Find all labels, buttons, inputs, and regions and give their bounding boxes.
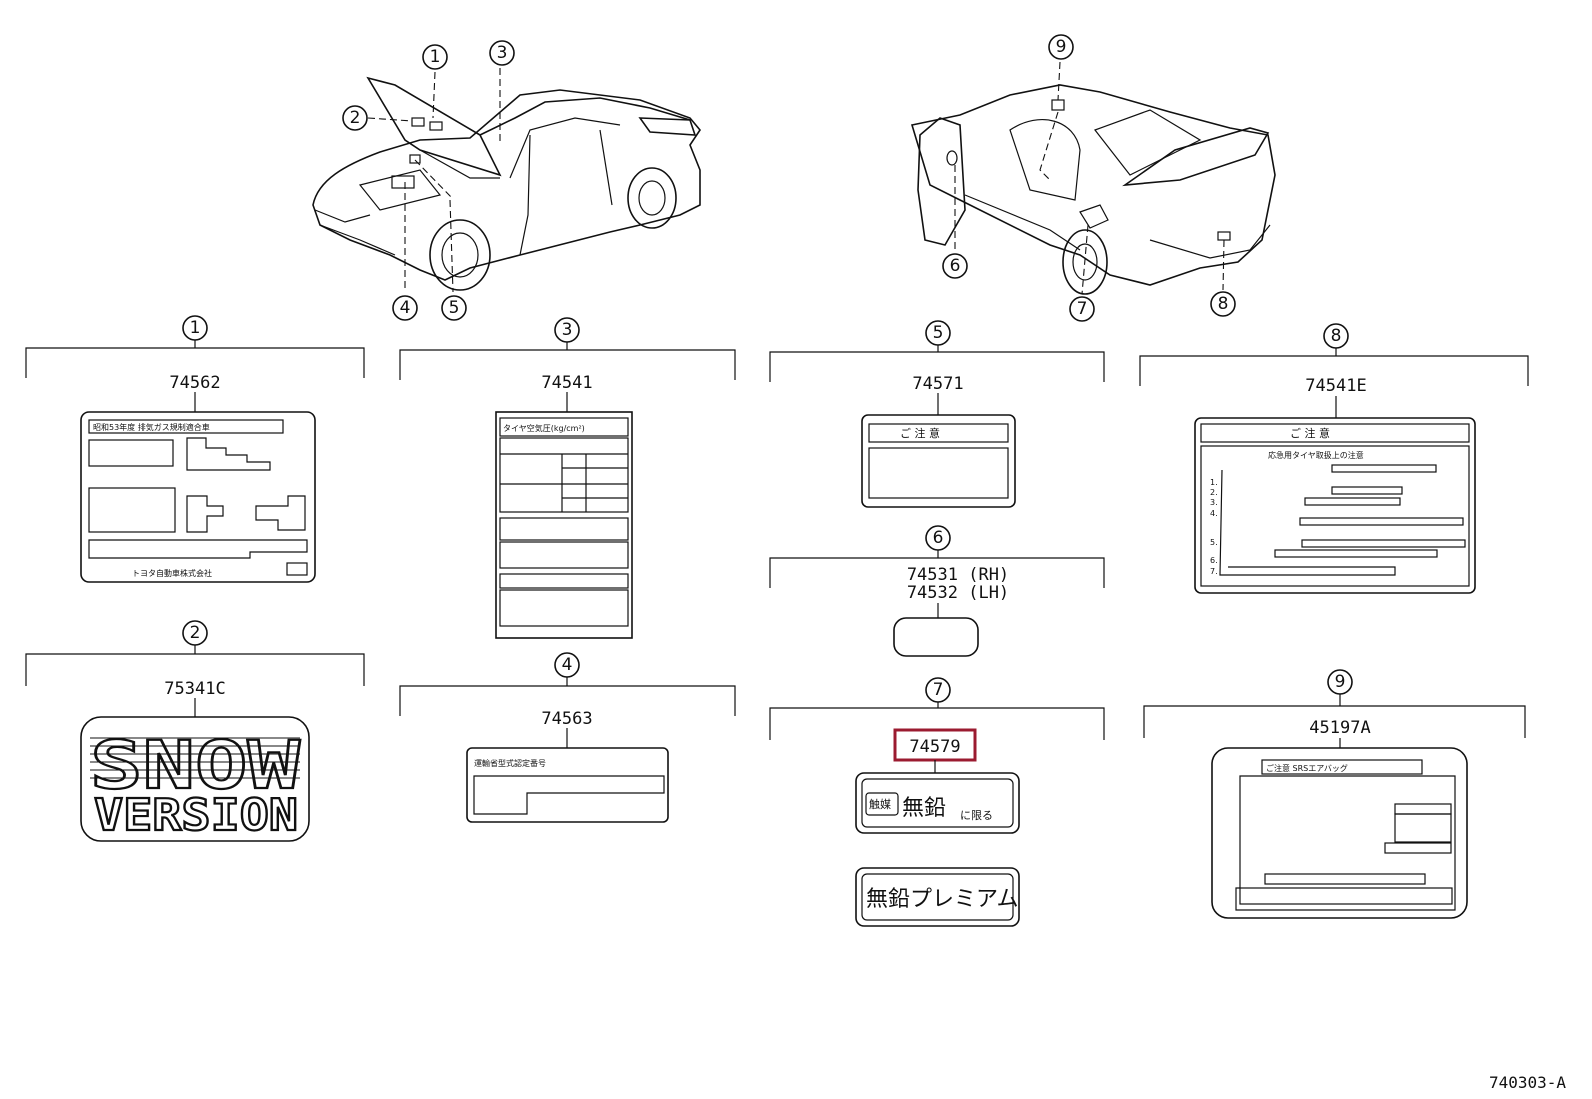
label-7-text-b: に限る	[960, 809, 993, 822]
panel-4: 4 74563 運輸省型式認定番号	[399, 652, 736, 823]
label-8-sub: 応急用タイヤ取扱上の注意	[1268, 450, 1364, 460]
rear-car-illustration	[910, 61, 1276, 295]
panel-6: 6 74531 (RH) 74532 (LH)	[769, 525, 1105, 657]
svg-text:4: 4	[400, 298, 411, 318]
panel-8: 8 74541E ご 注 意 応急用タイヤ取扱上の注意 1. 2. 3. 4. …	[1139, 323, 1529, 594]
label-1-header: 昭和53年度 排気ガス規制適合車	[93, 422, 210, 432]
label-9-header: ご注意 SRSエアバッグ	[1266, 763, 1348, 773]
callout-front-3: 3	[489, 40, 515, 66]
panel-5: 5 74571 ご 注 意	[769, 320, 1105, 508]
front-car-illustration	[312, 68, 701, 293]
svg-text:2: 2	[350, 108, 361, 128]
label-8-item: 5.	[1210, 538, 1218, 547]
part-number-2: 75341C	[164, 679, 225, 699]
svg-text:6: 6	[933, 528, 944, 548]
panel-1: 1 74562 昭和53年度 排気ガス規制適合車 トヨタ自動車株式会社	[25, 315, 365, 583]
callout-front-1: 1	[422, 44, 448, 70]
part-number-6-rh: 74531 (RH)	[907, 565, 1009, 585]
callout-front-2: 2	[342, 105, 368, 131]
svg-text:9: 9	[1335, 672, 1346, 692]
svg-text:6: 6	[950, 256, 961, 276]
label-2-line1: SNOW	[90, 727, 300, 804]
label-4-header: 運輸省型式認定番号	[474, 758, 546, 768]
panel-9: 9 45197A ご注意 SRSエアバッグ	[1143, 669, 1526, 919]
svg-text:4: 4	[562, 655, 573, 675]
diagram-id: 740303-A	[1489, 1073, 1566, 1092]
svg-text:8: 8	[1218, 294, 1229, 314]
part-number-3: 74541	[541, 373, 592, 393]
callout-rear-8: 8	[1210, 291, 1236, 317]
panel-3: 3 74541 タイヤ空気圧(kg/cm²)	[399, 317, 736, 639]
label-8-item: 2.	[1210, 488, 1218, 497]
label-8-header: ご 注 意	[1290, 426, 1330, 440]
callout-rear-7: 7	[1069, 296, 1095, 322]
svg-text:7: 7	[1077, 299, 1088, 319]
svg-text:9: 9	[1056, 37, 1067, 57]
label-7-tag: 触媒	[869, 797, 891, 811]
part-number-9: 45197A	[1309, 718, 1370, 738]
callout-rear-9: 9	[1048, 34, 1074, 60]
part-number-5: 74571	[912, 374, 963, 394]
panel-7: 7 74579 触媒 無鉛 に限る 無鉛プレミアム	[769, 677, 1105, 927]
callout-front-5: 5	[441, 295, 467, 321]
label-7-text-a: 無鉛	[902, 796, 946, 821]
label-2-line2: VERSION	[94, 790, 298, 841]
callout-rear-6: 6	[942, 253, 968, 279]
svg-text:7: 7	[933, 680, 944, 700]
label-1-footer: トヨタ自動車株式会社	[132, 568, 212, 578]
svg-text:5: 5	[933, 323, 944, 343]
label-5-header: ご 注 意	[900, 426, 940, 440]
svg-text:8: 8	[1331, 326, 1342, 346]
part-number-8: 74541E	[1305, 376, 1366, 396]
label-8-item: 7.	[1210, 567, 1218, 576]
label-8-item: 3.	[1210, 498, 1218, 507]
svg-text:5: 5	[449, 298, 460, 318]
svg-text:3: 3	[497, 43, 508, 63]
svg-text:1: 1	[190, 318, 201, 338]
label-8-item: 6.	[1210, 556, 1218, 565]
part-number-1: 74562	[169, 373, 220, 393]
part-number-7: 74579	[909, 737, 960, 757]
label-3-header: タイヤ空気圧(kg/cm²)	[503, 423, 585, 433]
svg-text:3: 3	[562, 320, 573, 340]
label-8-item: 4.	[1210, 509, 1218, 518]
svg-text:1: 1	[430, 47, 441, 67]
callout-front-4: 4	[392, 295, 418, 321]
svg-text:2: 2	[190, 623, 201, 643]
label-8-item: 1.	[1210, 478, 1218, 487]
snow-stripes	[90, 737, 300, 779]
part-number-4: 74563	[541, 709, 592, 729]
part-number-6-lh: 74532 (LH)	[907, 583, 1009, 603]
panel-2: 2 75341C SNOW VERSION	[25, 620, 365, 842]
label-7b-text: 無鉛プレミアム	[866, 887, 1018, 912]
